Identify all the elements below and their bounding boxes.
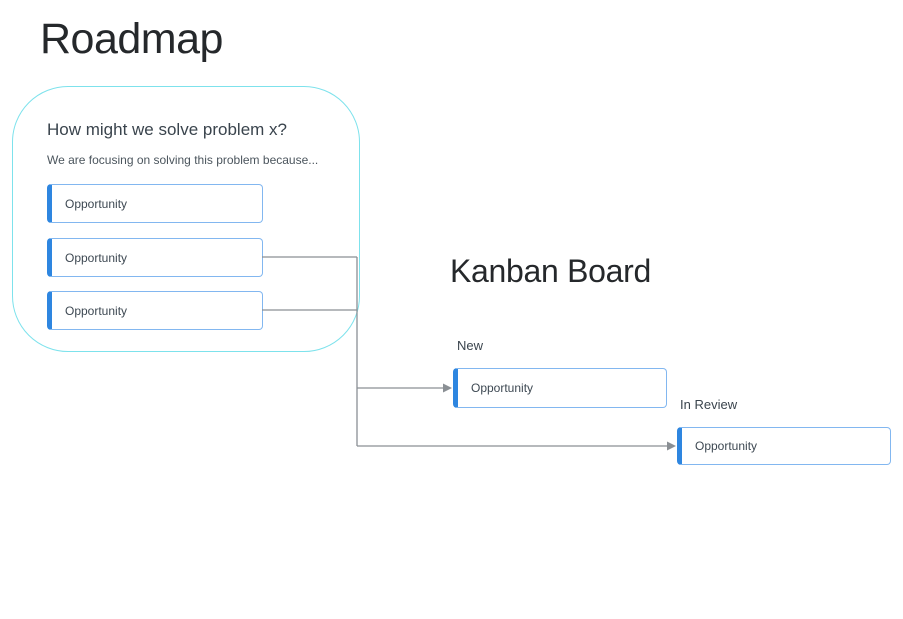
problem-question: How might we solve problem x? — [47, 120, 287, 139]
kanban-card-new[interactable]: Opportunity — [453, 368, 667, 408]
opportunity-card-2[interactable]: Opportunity — [47, 238, 263, 277]
page-title: Roadmap — [40, 15, 223, 63]
kanban-title: Kanban Board — [450, 253, 652, 289]
roadmap-problem-container[interactable]: How might we solve problem x? We are foc… — [12, 86, 360, 352]
kanban-card-in-review-label: Opportunity — [695, 439, 758, 453]
kanban-card-new-label: Opportunity — [471, 381, 534, 395]
kanban-column-label-in-review: In Review — [680, 397, 738, 412]
kanban-card-in-review[interactable]: Opportunity — [677, 427, 891, 465]
opportunity-card-2-label: Opportunity — [65, 250, 128, 265]
opportunity-card-3[interactable]: Opportunity — [47, 291, 263, 330]
opportunity-card-1-label: Opportunity — [65, 196, 128, 211]
problem-subtitle: We are focusing on solving this problem … — [47, 153, 319, 167]
arrowhead-to-in-review-icon — [667, 441, 676, 451]
arrowhead-to-new-icon — [443, 383, 452, 393]
kanban-column-label-new: New — [457, 338, 484, 353]
opportunity-card-1[interactable]: Opportunity — [47, 184, 263, 223]
opportunity-card-3-label: Opportunity — [65, 303, 128, 318]
